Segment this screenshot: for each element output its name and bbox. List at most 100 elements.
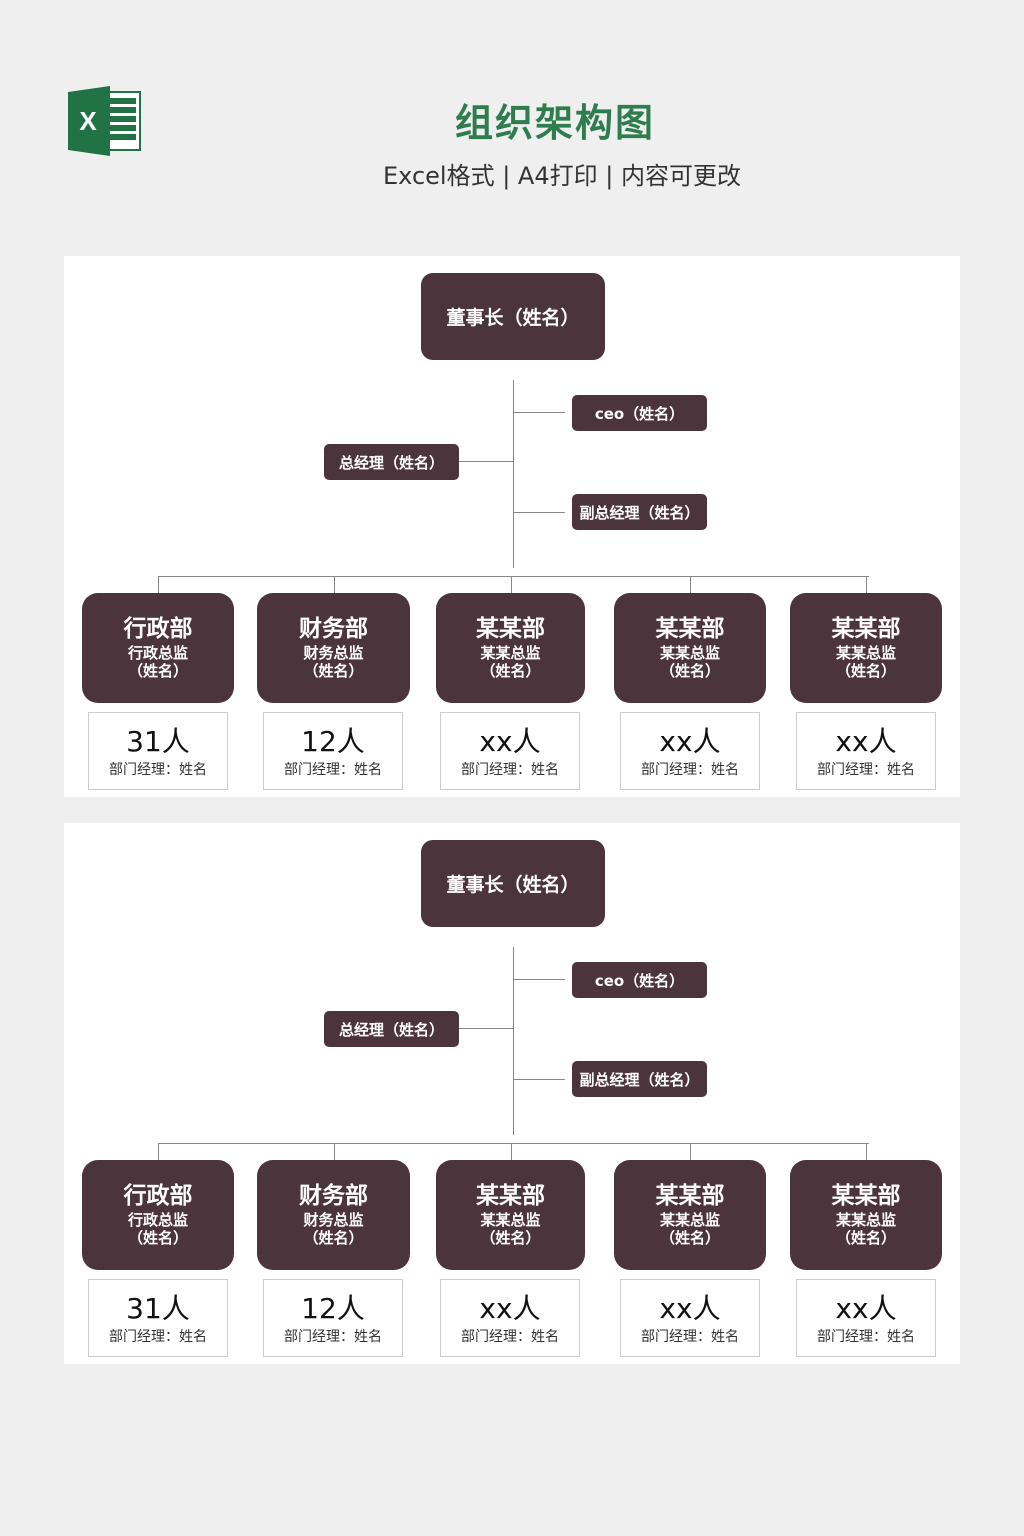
connector-line: [513, 979, 565, 980]
department-person: （姓名）: [835, 1229, 896, 1248]
department-box: 财务部 财务总监 （姓名）: [257, 1160, 410, 1270]
connector-line: [513, 412, 565, 413]
page-subtitle: Excel格式 | A4打印 | 内容可更改: [383, 162, 741, 190]
headcount: 31人: [126, 725, 190, 758]
department-director: 某某总监: [480, 1210, 541, 1229]
department-director: 某某总监: [659, 1210, 720, 1229]
department-manager: 部门经理：姓名: [109, 762, 207, 778]
department-manager: 部门经理：姓名: [817, 762, 915, 778]
department-person: （姓名）: [303, 662, 364, 681]
headcount-box: xx人 部门经理：姓名: [620, 712, 760, 790]
department-director: 某某总监: [835, 643, 896, 662]
excel-icon: X: [68, 86, 141, 156]
headcount-box: xx人 部门经理：姓名: [440, 712, 580, 790]
department-person: （姓名）: [480, 1229, 541, 1248]
connector-line: [690, 576, 691, 593]
headcount: xx人: [479, 725, 541, 758]
headcount: xx人: [659, 725, 721, 758]
headcount-box: 12人 部门经理：姓名: [263, 712, 403, 790]
department-box: 财务部 财务总监 （姓名）: [257, 593, 410, 703]
department-manager: 部门经理：姓名: [461, 1329, 559, 1345]
department-box: 某某部 某某总监 （姓名）: [614, 593, 766, 703]
department-person: （姓名）: [659, 1229, 720, 1248]
department-manager: 部门经理：姓名: [817, 1329, 915, 1345]
department-box: 某某部 某某总监 （姓名）: [436, 593, 585, 703]
connector-line: [513, 947, 514, 1135]
department-box: 某某部 某某总监 （姓名）: [790, 1160, 942, 1270]
svg-text:X: X: [79, 106, 97, 136]
connector-line: [510, 1143, 512, 1160]
department-box: 某某部 某某总监 （姓名）: [614, 1160, 766, 1270]
connector-line: [333, 576, 335, 593]
department-person: （姓名）: [835, 662, 896, 681]
headcount-box: xx人 部门经理：姓名: [796, 712, 936, 790]
department-box: 行政部 行政总监 （姓名）: [82, 1160, 234, 1270]
department-director: 某某总监: [480, 643, 541, 662]
department-manager: 部门经理：姓名: [109, 1329, 207, 1345]
department-manager: 部门经理：姓名: [284, 762, 382, 778]
connector-line: [866, 1143, 867, 1160]
general-manager-box: 总经理（姓名）: [324, 444, 459, 480]
headcount: xx人: [479, 1292, 541, 1325]
department-director: 财务总监: [303, 643, 364, 662]
connector-line: [459, 1028, 513, 1029]
connector-line: [158, 1143, 869, 1144]
page-title: 组织架构图: [454, 101, 655, 145]
headcount: 12人: [301, 725, 365, 758]
headcount-box: xx人 部门经理：姓名: [440, 1279, 580, 1357]
department-person: （姓名）: [659, 662, 720, 681]
department-manager: 部门经理：姓名: [641, 1329, 739, 1345]
department-box: 某某部 某某总监 （姓名）: [436, 1160, 585, 1270]
department-name: 财务部: [299, 1182, 368, 1209]
connector-line: [513, 1079, 565, 1080]
headcount: xx人: [835, 1292, 897, 1325]
headcount: 12人: [301, 1292, 365, 1325]
headcount: xx人: [835, 725, 897, 758]
connector-line: [866, 576, 867, 593]
connector-line: [158, 576, 159, 593]
deputy-manager-box: 副总经理（姓名）: [572, 494, 707, 530]
headcount-box: 31人 部门经理：姓名: [88, 1279, 228, 1357]
connector-line: [158, 1143, 159, 1160]
department-box: 行政部 行政总监 （姓名）: [82, 593, 234, 703]
connector-line: [158, 576, 869, 577]
department-director: 某某总监: [659, 643, 720, 662]
headcount: 31人: [126, 1292, 190, 1325]
department-director: 某某总监: [835, 1210, 896, 1229]
department-director: 财务总监: [303, 1210, 364, 1229]
department-manager: 部门经理：姓名: [641, 762, 739, 778]
headcount: xx人: [659, 1292, 721, 1325]
headcount-box: xx人 部门经理：姓名: [620, 1279, 760, 1357]
connector-line: [333, 1143, 335, 1160]
general-manager-box: 总经理（姓名）: [324, 1011, 459, 1047]
department-name: 某某部: [655, 1182, 725, 1209]
department-manager: 部门经理：姓名: [284, 1329, 382, 1345]
department-name: 某某部: [655, 615, 725, 642]
connector-line: [459, 461, 513, 462]
chairman-box: 董事长（姓名）: [421, 840, 605, 927]
org-chart-panel: 董事长（姓名） ceo（姓名） 总经理（姓名） 副总经理（姓名） 行政部 行政总…: [64, 256, 960, 797]
ceo-box: ceo（姓名）: [572, 395, 707, 431]
department-manager: 部门经理：姓名: [461, 762, 559, 778]
department-person: （姓名）: [127, 662, 188, 681]
headcount-box: xx人 部门经理：姓名: [796, 1279, 936, 1357]
department-name: 某某部: [476, 615, 545, 642]
connector-line: [510, 576, 512, 593]
department-name: 某某部: [831, 1182, 901, 1209]
connector-line: [513, 380, 514, 568]
department-person: （姓名）: [303, 1229, 364, 1248]
headcount-box: 31人 部门经理：姓名: [88, 712, 228, 790]
connector-line: [690, 1143, 691, 1160]
ceo-box: ceo（姓名）: [572, 962, 707, 998]
department-name: 某某部: [831, 615, 901, 642]
department-person: （姓名）: [480, 662, 541, 681]
department-name: 行政部: [123, 615, 193, 642]
org-chart-panel: 董事长（姓名） ceo（姓名） 总经理（姓名） 副总经理（姓名） 行政部 行政总…: [64, 823, 960, 1364]
headcount-box: 12人 部门经理：姓名: [263, 1279, 403, 1357]
department-box: 某某部 某某总监 （姓名）: [790, 593, 942, 703]
connector-line: [513, 512, 565, 513]
department-person: （姓名）: [127, 1229, 188, 1248]
department-name: 财务部: [299, 615, 368, 642]
chairman-box: 董事长（姓名）: [421, 273, 605, 360]
